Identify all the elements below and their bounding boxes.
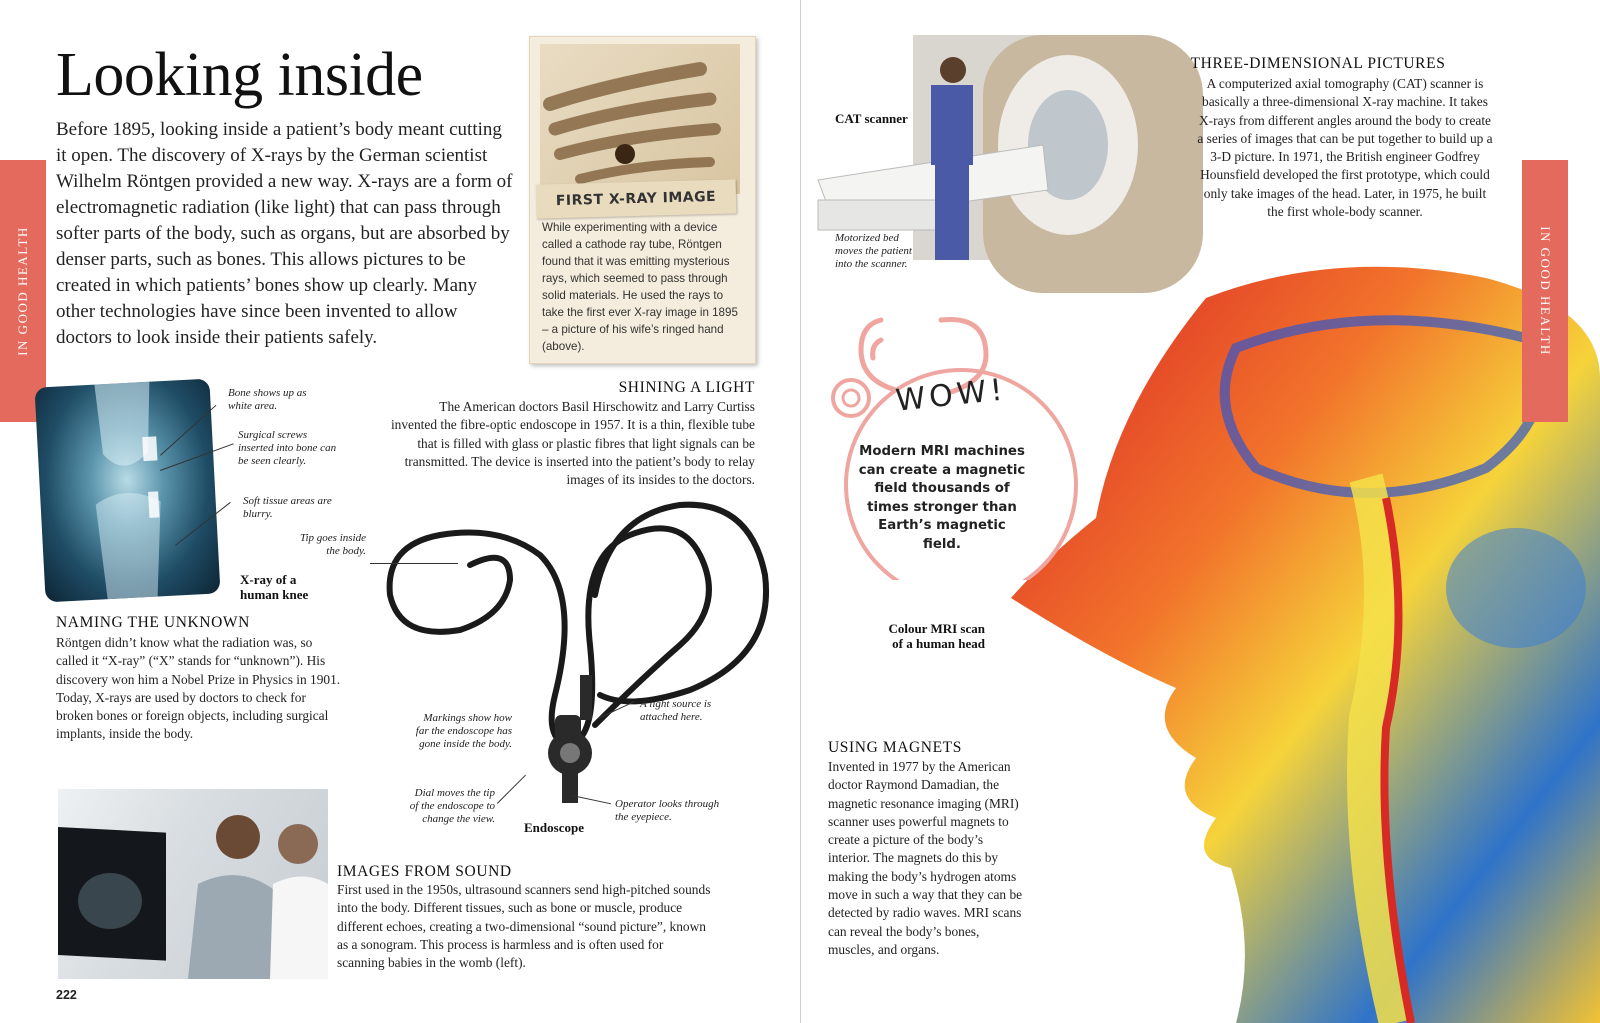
intro-paragraph: Before 1895, looking inside a patient’s … xyxy=(56,119,513,348)
page-number: 222 xyxy=(56,988,77,1002)
left-page: IN GOOD HEALTH Looking inside Before 189… xyxy=(0,0,801,1023)
first-xray-card: FIRST X-RAY IMAGE While experimenting wi… xyxy=(529,36,756,364)
bed-annotation: Motorized bed moves the patient into the… xyxy=(835,232,912,270)
endoscope-annotation-markings: Markings show how far the endoscope has … xyxy=(415,712,512,750)
right-page: IN GOOD HEALTH CAT scanner Motorized bed… xyxy=(801,0,1600,1023)
shining-text: The American doctors Basil Hirschowitz a… xyxy=(390,399,755,488)
endoscope-annotation-dial: Dial moves the tip of the endoscope to c… xyxy=(409,787,495,825)
first-xray-caption: FIRST X-RAY IMAGE xyxy=(535,179,737,219)
knee-annotation-soft-tissue: Soft tissue areas are blurry. xyxy=(243,495,332,520)
mri-label: Colour MRI scan of a human head xyxy=(888,621,985,651)
endoscope-annotation-tip: Tip goes inside the body. xyxy=(299,532,366,557)
endoscope-annotation-light: A light source is attached here. xyxy=(640,698,712,723)
naming-text: Röntgen didn’t know what the radiation w… xyxy=(56,635,341,742)
endoscope-label: Endoscope xyxy=(524,820,584,835)
page-title: Looking inside xyxy=(56,41,423,109)
cat-scanner-image xyxy=(817,35,1203,293)
knee-annotation-bone: Bone shows up as white area. xyxy=(228,387,307,412)
knee-label: X-ray of a human knee xyxy=(240,572,309,602)
wow-text: Modern MRI machines can create a magneti… xyxy=(858,444,1026,552)
sound-text: First used in the 1950s, ultrasound scan… xyxy=(337,882,711,971)
magnets-heading: USING MAGNETS xyxy=(828,739,962,756)
leader-line xyxy=(370,563,458,564)
sound-heading: IMAGES FROM SOUND xyxy=(337,863,512,880)
first-xray-image xyxy=(540,44,740,194)
cat-scanner-label: CAT scanner xyxy=(835,111,908,126)
endoscope-annotation-operator: Operator looks through the eyepiece. xyxy=(615,798,720,823)
section-tab-label: IN GOOD HEALTH xyxy=(1538,226,1553,356)
magnets-text: Invented in 1977 by the American doctor … xyxy=(828,759,1023,957)
knee-annotation-screws: Surgical screws inserted into bone can b… xyxy=(238,429,337,467)
section-tab-label: IN GOOD HEALTH xyxy=(15,226,30,356)
mri-head-image xyxy=(1011,266,1600,1023)
three-d-heading: THREE-DIMENSIONAL PICTURES xyxy=(1190,55,1446,72)
section-tab-left: IN GOOD HEALTH xyxy=(0,160,46,422)
shining-heading: SHINING A LIGHT xyxy=(618,379,755,396)
naming-heading: NAMING THE UNKNOWN xyxy=(56,614,250,631)
three-d-text: A computerized axial tomography (CAT) sc… xyxy=(1197,76,1493,220)
endoscope-image xyxy=(386,501,769,803)
first-xray-text: While experimenting with a device called… xyxy=(542,221,738,353)
stethoscope-icon xyxy=(831,316,1078,580)
knee-xray-image xyxy=(34,378,221,603)
section-tab-right: IN GOOD HEALTH xyxy=(1522,160,1568,422)
ultrasound-photo xyxy=(58,789,328,979)
